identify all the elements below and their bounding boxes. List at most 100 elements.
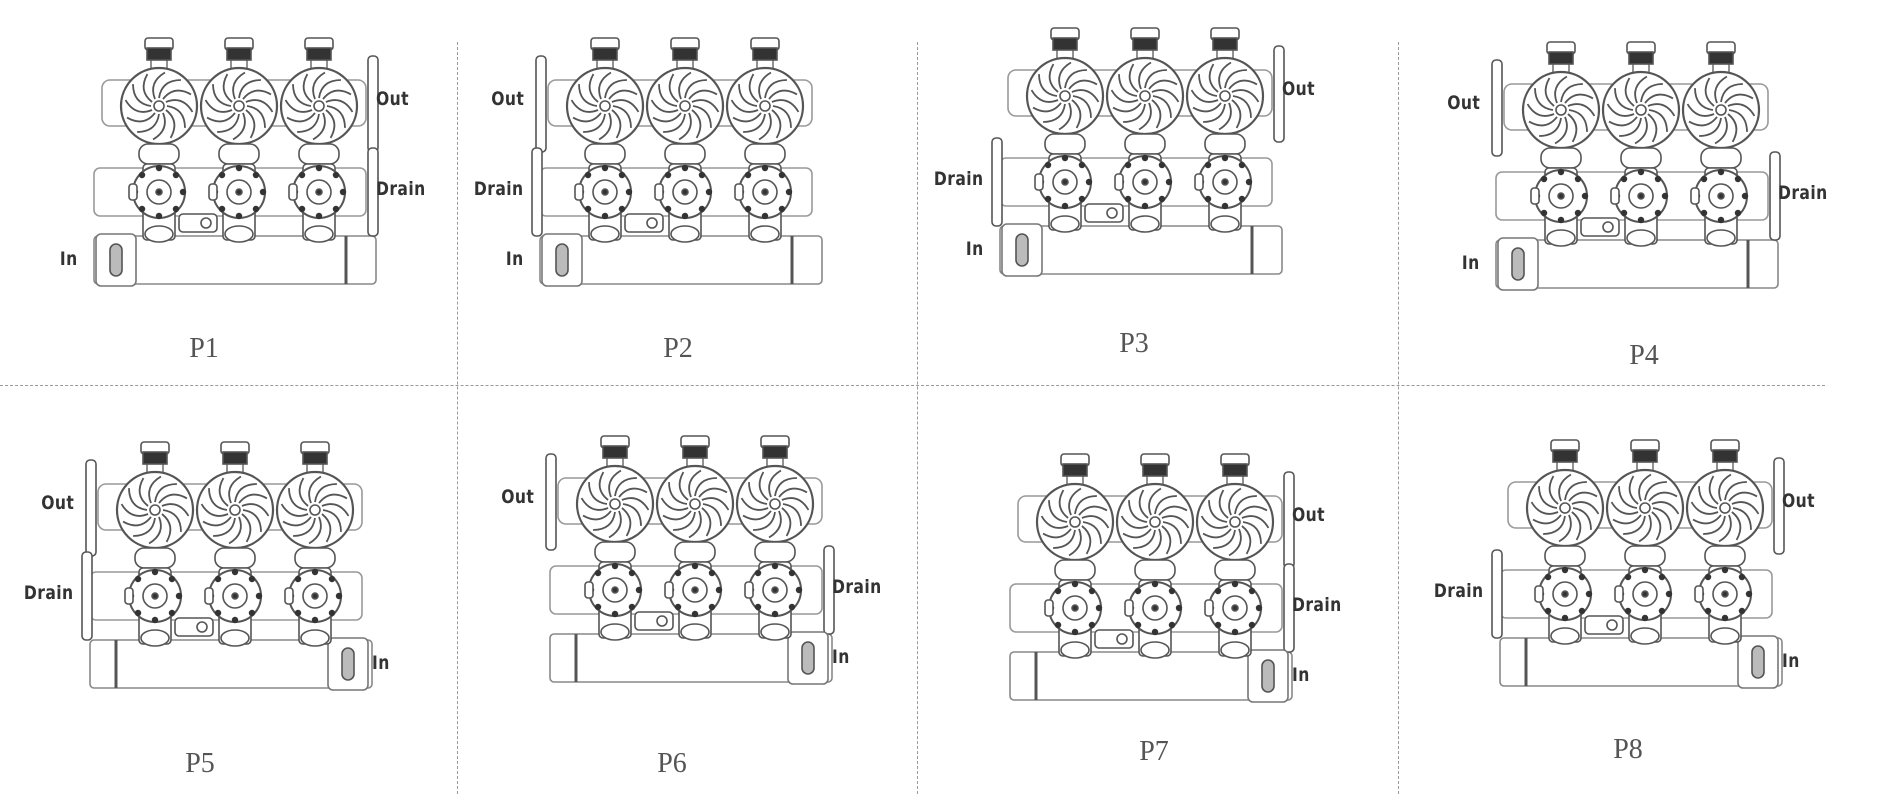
filter-hub — [1069, 516, 1081, 528]
filter-blade — [292, 84, 312, 107]
valve-bolt — [1088, 621, 1096, 629]
filter-blade — [148, 475, 162, 504]
filter-hub — [1559, 502, 1571, 514]
valve-bolt — [1248, 587, 1256, 595]
filter-blade — [166, 105, 186, 128]
valve-bolt — [1141, 202, 1149, 210]
valve-base — [670, 225, 700, 243]
filter-blade — [312, 71, 326, 100]
filter-blade — [1614, 88, 1634, 111]
drain-label: Drain — [24, 582, 74, 604]
filter-blade — [771, 99, 800, 113]
valve-bolt — [778, 205, 786, 213]
drain-label: Drain — [1434, 580, 1484, 602]
filter-hub — [1229, 516, 1241, 528]
filter-blade — [1228, 528, 1242, 557]
drain-label: Drain — [1292, 594, 1342, 616]
valve-bolt — [328, 609, 336, 617]
filter-blade — [293, 517, 316, 537]
filter-blade — [611, 109, 622, 139]
valve-dot — [611, 586, 619, 594]
filter-assembly — [531, 37, 823, 287]
valve-base — [140, 629, 170, 647]
valve-bolt — [252, 205, 260, 213]
filter-blade — [768, 469, 782, 498]
filter-blade — [1071, 89, 1100, 103]
filter-blade — [1714, 75, 1728, 104]
filter-blade — [748, 482, 768, 505]
valve-dot — [691, 586, 699, 594]
filter-hub — [229, 504, 241, 516]
valve-bolt — [628, 569, 636, 577]
valve-bolt — [1168, 587, 1176, 595]
filter-blade — [742, 510, 772, 521]
filter-clamp — [592, 47, 618, 61]
filter-blade — [128, 488, 148, 511]
valve-bolt — [1245, 178, 1253, 186]
valve-bolt — [1151, 628, 1159, 636]
valve-port — [1034, 173, 1044, 191]
filter-blade — [688, 469, 702, 498]
filter-blade — [688, 89, 718, 100]
valve-bolt — [311, 568, 319, 576]
inlet-screen — [109, 243, 123, 277]
filter-blade — [302, 73, 313, 103]
filter-blade — [662, 510, 692, 521]
filter-neck — [754, 541, 796, 563]
filter-blade — [1043, 103, 1066, 123]
drain-flange — [367, 147, 379, 237]
valve-bolt — [332, 205, 340, 213]
filter-blade — [1530, 501, 1559, 515]
filter-blade — [1148, 487, 1162, 516]
valve-bolt — [1624, 573, 1632, 581]
filter-blade — [1548, 475, 1559, 505]
filter-blade — [162, 509, 182, 532]
valve-bolt — [698, 171, 706, 179]
filter-blade — [318, 79, 341, 99]
filter-blade — [1110, 89, 1139, 103]
filter-blade — [1058, 61, 1072, 90]
filter-blade — [1571, 511, 1582, 541]
valve-bolt — [1204, 195, 1212, 203]
filter-blade — [1208, 63, 1219, 93]
filter-blade — [618, 487, 648, 498]
filter-blade — [691, 99, 720, 113]
filter-blade — [1162, 521, 1182, 544]
filter-blade — [572, 112, 602, 123]
valve-bolt — [1061, 154, 1069, 162]
valve-bolt — [1248, 621, 1256, 629]
filter-blade — [165, 99, 194, 113]
filter-blade — [322, 89, 352, 100]
filter-blade — [598, 112, 612, 141]
filter-blade — [1728, 491, 1758, 502]
valve-bolt — [618, 171, 626, 179]
valve-port — [584, 581, 594, 599]
valve-bolt — [754, 603, 762, 611]
divider-vertical — [917, 42, 918, 794]
valve-dot — [1717, 192, 1725, 200]
filter-blade — [1558, 473, 1572, 502]
filter-hub — [1635, 104, 1647, 116]
filter-blade — [1151, 99, 1162, 129]
valve-dot — [1071, 604, 1079, 612]
filter-blade — [208, 488, 228, 511]
filter-neck — [594, 541, 636, 563]
valve-bolt — [255, 592, 263, 600]
filter-neck — [1700, 147, 1742, 169]
filter-blade — [1728, 109, 1748, 132]
filter-blade — [1652, 507, 1672, 530]
filter-blade — [1138, 489, 1149, 519]
valve-bolt — [1704, 607, 1712, 615]
valve-bolt — [298, 171, 306, 179]
valve-bolt — [179, 188, 187, 196]
valve-bolt — [1158, 195, 1166, 203]
valve-bolt — [601, 164, 609, 172]
filter-blade — [1040, 515, 1069, 529]
filter-station-drawing — [1491, 439, 1785, 689]
filter-assembly — [991, 27, 1285, 277]
valve-bolt — [298, 205, 306, 213]
valve-base — [1130, 215, 1160, 233]
